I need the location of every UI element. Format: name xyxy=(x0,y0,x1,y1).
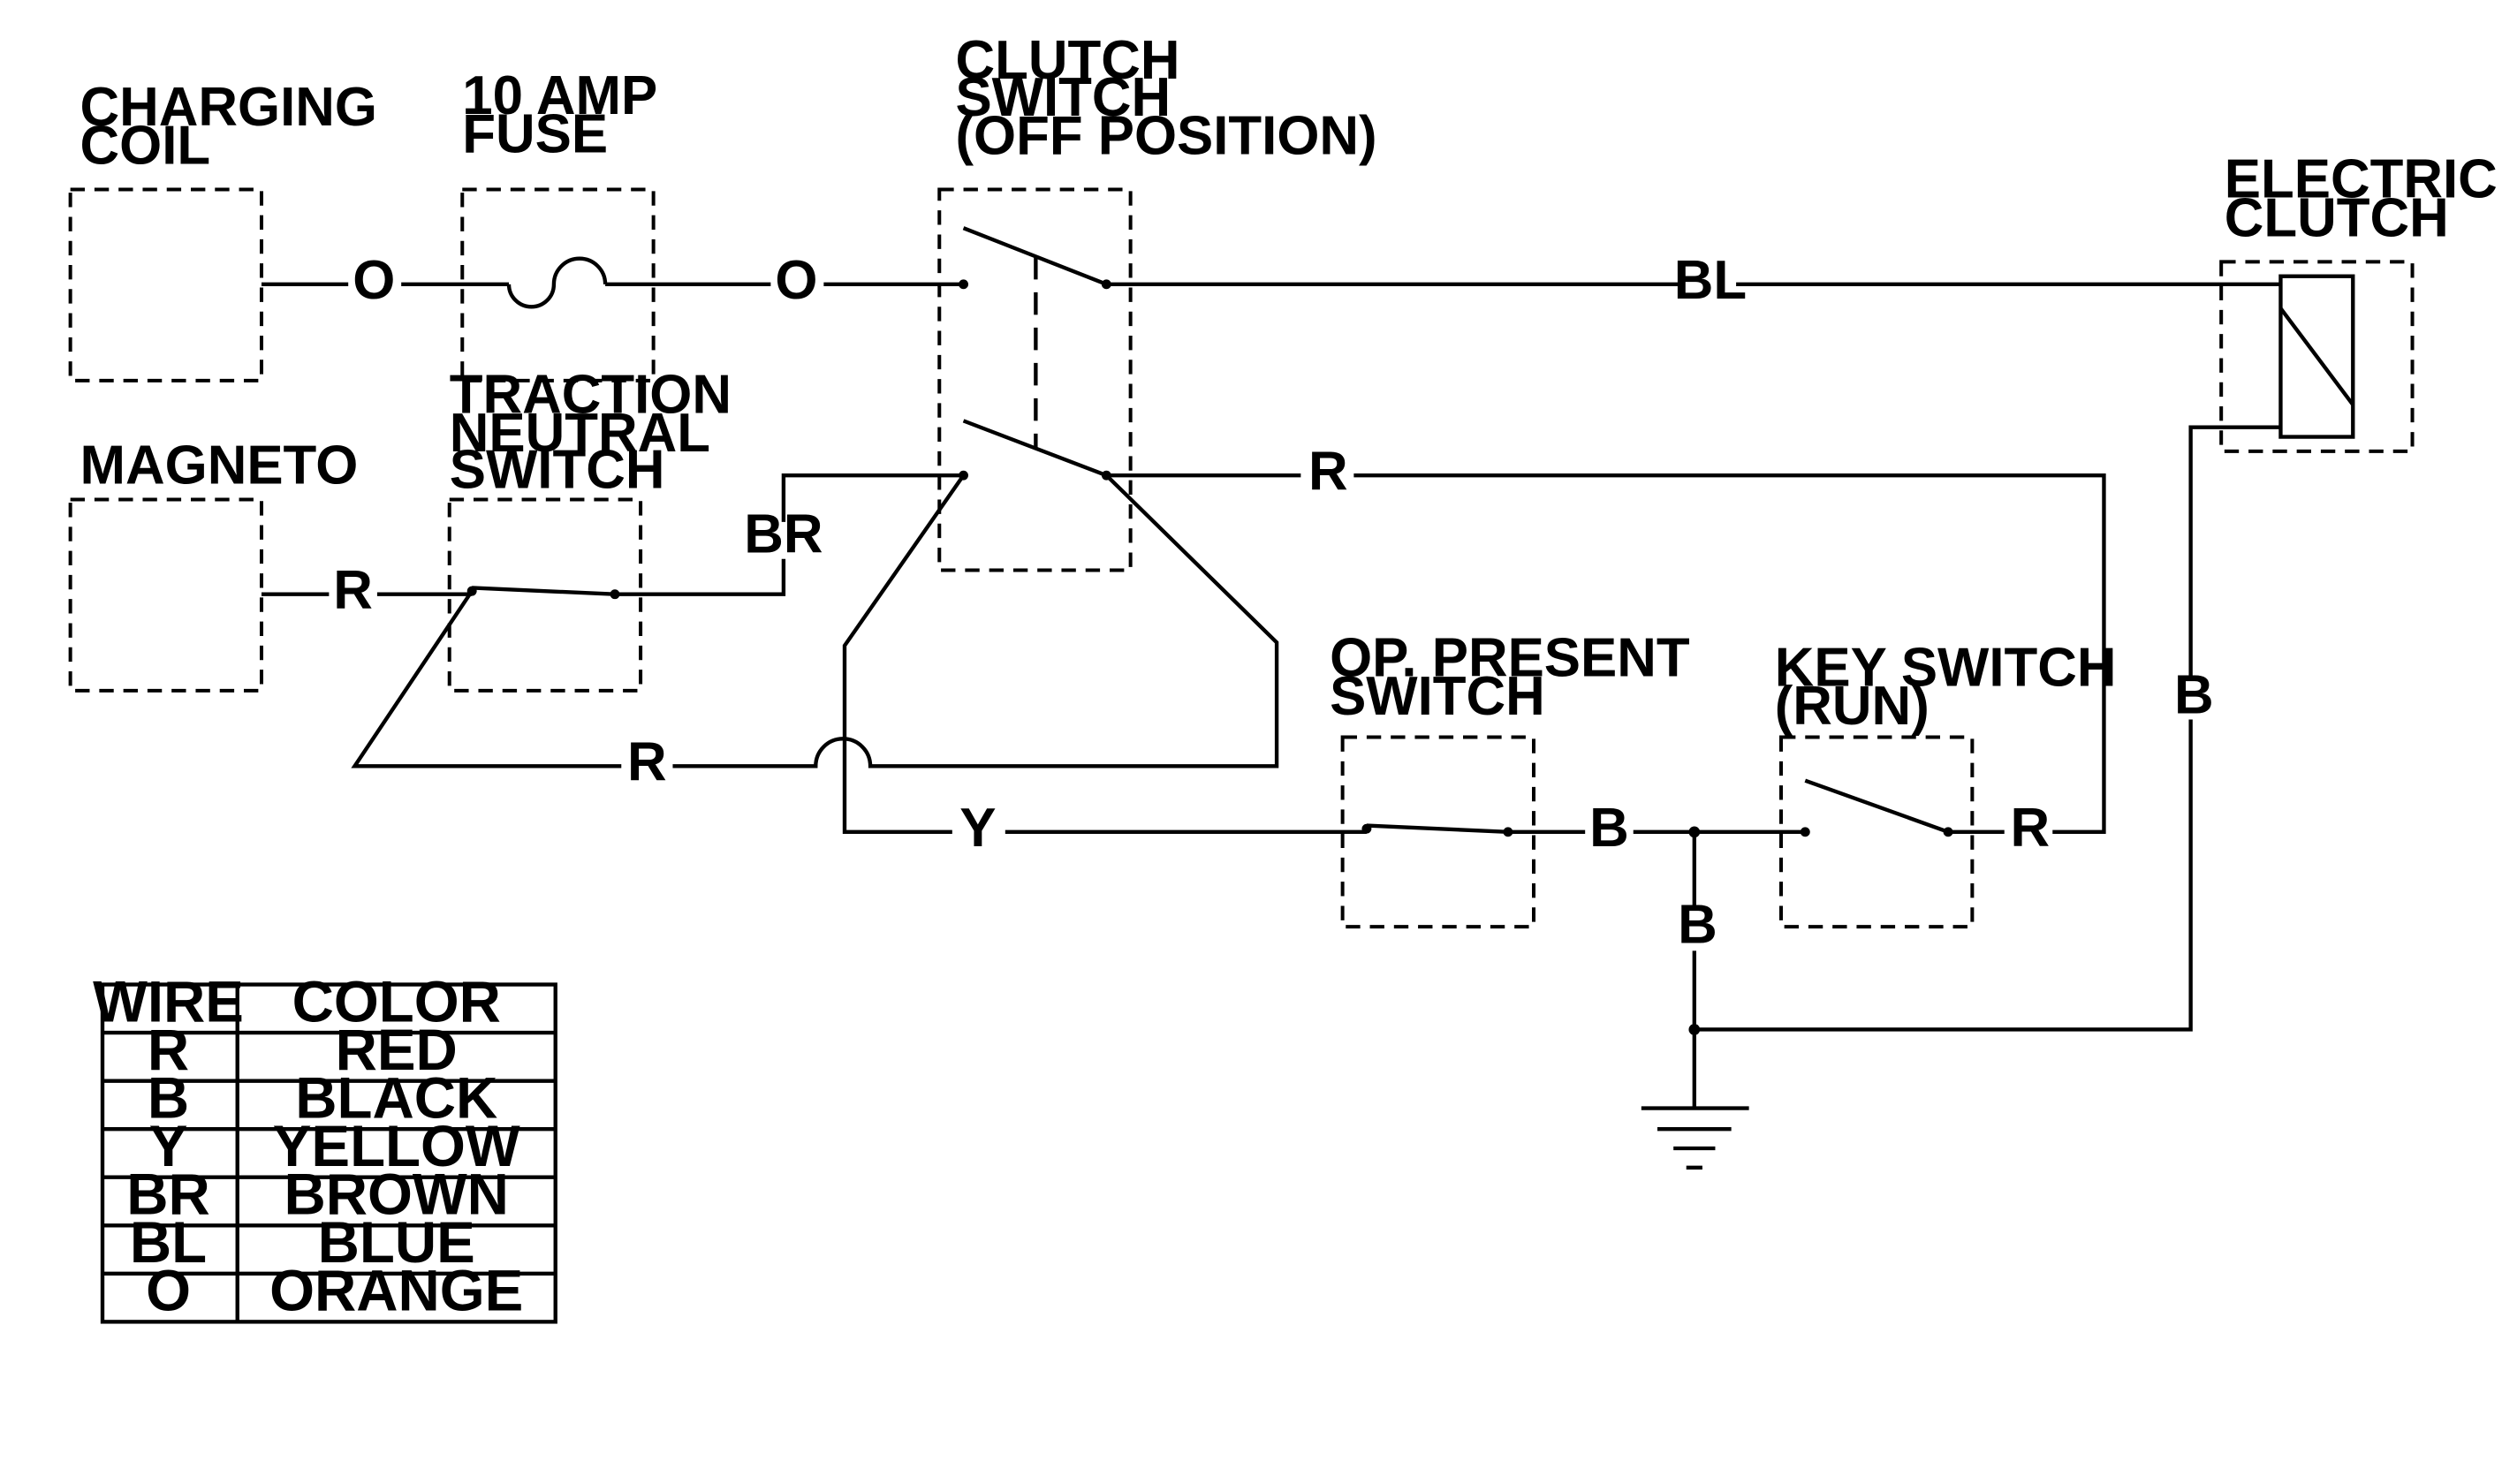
wire-label-neutral-clutch: BR xyxy=(744,504,823,564)
legend-color-cell: YELLOW xyxy=(273,1114,520,1178)
wire-electric-to-ground xyxy=(2188,425,2281,681)
clutch-switch-label: CLUTCH SWITCH (OFF POSITION) xyxy=(955,30,1376,166)
electric-clutch-label: ELECTRIC CLUTCH xyxy=(2225,149,2502,249)
wire-label-yellow: Y xyxy=(959,798,996,859)
wire-neutral-to-clutch-b xyxy=(781,473,964,522)
electric-clutch-coil-diagonal xyxy=(2278,307,2355,406)
wire-yellow-a xyxy=(842,473,966,834)
contact-dot xyxy=(1101,279,1111,290)
contact-dot xyxy=(1800,827,1810,837)
wire-label-crossover: R xyxy=(627,732,667,793)
legend-wire-cell: Y xyxy=(149,1114,188,1178)
clutch-switch-blade-upper xyxy=(962,226,1108,286)
contact-dot xyxy=(959,279,968,290)
magneto-label: MAGNETO xyxy=(80,435,359,496)
wire-label-op-key: B xyxy=(1589,798,1629,859)
wire-crossover-a xyxy=(351,589,622,768)
wire-crossover-b xyxy=(672,473,1279,768)
wire-color-legend: WIRE COLOR R RED B BLACK Y YELLOW BR BRO… xyxy=(93,969,557,1324)
contact-dot xyxy=(610,589,620,600)
wire-clutch-to-key-b xyxy=(1353,473,2106,834)
legend-color-cell: ORANGE xyxy=(269,1259,523,1323)
ground-icon xyxy=(1641,1106,1749,1170)
legend-color-cell: BLUE xyxy=(318,1210,475,1275)
legend-wire-cell: R xyxy=(148,1018,189,1082)
wire-label-clutch-electric: BL xyxy=(1674,250,1747,311)
wire-electric-to-ground-b xyxy=(1694,719,2193,1032)
charging-coil-label: CHARGING COIL xyxy=(80,77,393,177)
wire-label-ground-drop: B xyxy=(1678,894,1717,955)
legend-header-wire: WIRE xyxy=(93,969,244,1034)
wire-label-key-out: R xyxy=(2010,798,2050,859)
electric-clutch-coil xyxy=(2278,274,2355,439)
key-switch-blade xyxy=(1804,778,1949,834)
fuse-label: 10 AMP FUSE xyxy=(462,65,672,165)
legend-color-cell: RED xyxy=(336,1018,458,1082)
contact-dot xyxy=(1361,823,1372,834)
legend-wire-cell: O xyxy=(146,1259,191,1323)
wire-label-magneto-neutral: R xyxy=(333,560,373,621)
fuse-icon xyxy=(506,256,608,309)
wire-label-fuse-clutch: O xyxy=(775,250,817,311)
key-switch-label: KEY SWITCH (RUN) xyxy=(1775,637,2132,737)
op-present-switch-label: OP. PRESENT SWITCH xyxy=(1330,627,1705,727)
legend-color-cell: BROWN xyxy=(284,1162,509,1227)
clutch-switch-blade-lower xyxy=(962,419,1108,478)
legend-color-cell: BLACK xyxy=(295,1065,497,1130)
wire-label-clutch-key: R xyxy=(1308,442,1348,503)
legend-header-color: COLOR xyxy=(292,969,501,1034)
traction-neutral-switch-blade xyxy=(472,586,616,596)
legend-wire-cell: B xyxy=(148,1065,189,1130)
wire-neutral-to-clutch-a xyxy=(614,558,786,596)
op-present-switch-blade xyxy=(1366,823,1509,834)
legend-wire-cell: BR xyxy=(126,1162,210,1227)
charging-coil-box xyxy=(68,187,263,382)
junction-dot xyxy=(1688,1024,1701,1035)
wire-label-coil-fuse: O xyxy=(353,250,395,311)
magneto-box xyxy=(68,497,263,693)
wire-label-electric-ground: B xyxy=(2174,664,2214,725)
traction-neutral-switch-label: TRACTION NEUTRAL SWITCH xyxy=(450,364,747,500)
legend-wire-cell: BL xyxy=(130,1210,207,1275)
clutch-switch-box xyxy=(937,187,1133,572)
